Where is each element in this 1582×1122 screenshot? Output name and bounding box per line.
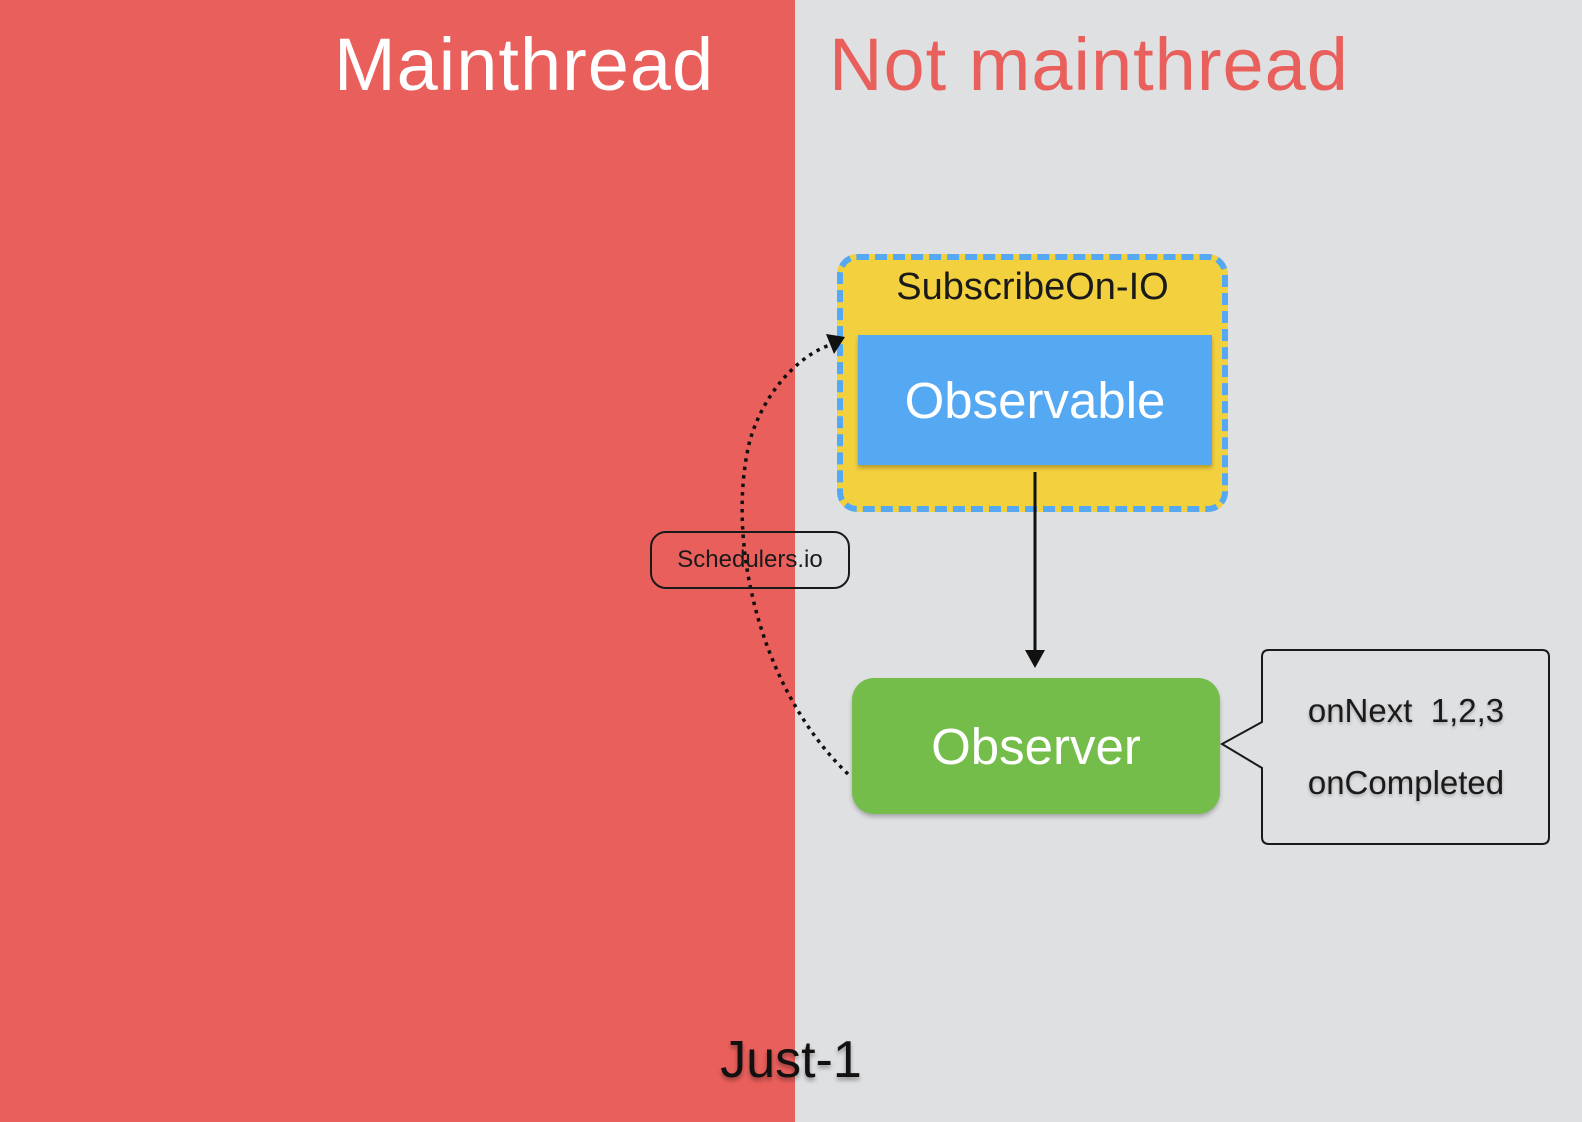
observer-node: Observer [852,678,1220,814]
slide-footer-label: Just-1 [720,1031,862,1089]
mainthread-panel [0,0,795,1122]
subscribe-on-label: SubscribeOn-IO [896,266,1169,308]
observer-label: Observer [931,717,1141,775]
not-mainthread-heading: Not mainthread [829,23,1349,106]
schedulers-io-label: Schedulers.io [677,546,823,573]
arrow-down-icon [1025,472,1045,668]
mainthread-heading: Mainthread [334,23,715,106]
observable-node: Observable [858,335,1212,465]
on-completed-text: onCompleted [1307,764,1505,801]
callout-bubble [1219,649,1550,845]
schedulers-io-badge: Schedulers.io [650,531,850,589]
callout-text: onNext 1,2,3 onCompleted [1265,650,1547,844]
on-next-text: onNext 1,2,3 [1307,692,1505,729]
curved-dotted-arrow-icon [740,334,850,776]
not-mainthread-panel [795,0,1582,1122]
observable-label: Observable [904,371,1166,429]
